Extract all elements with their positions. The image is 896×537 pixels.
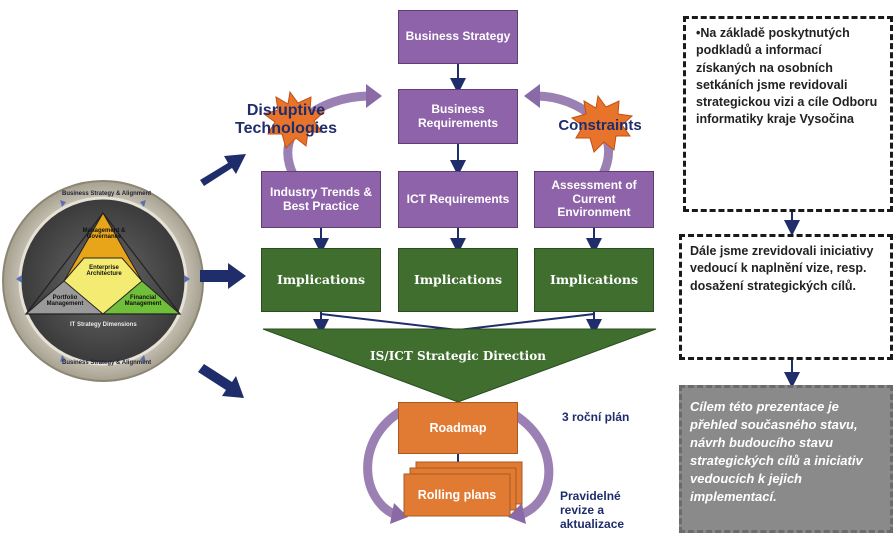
strategy-circle bbox=[2, 180, 204, 382]
assessment-box: Assessment of Current Environment bbox=[534, 171, 654, 228]
starburst-left bbox=[262, 90, 326, 149]
strategic-direction-funnel bbox=[262, 328, 657, 403]
implications-box-1: Implications bbox=[261, 248, 381, 312]
tri-center-label: Enterprise Architecture bbox=[86, 265, 122, 278]
constraints-label: Constraints bbox=[558, 117, 642, 134]
merge-line-left bbox=[320, 313, 459, 331]
note-1: •Na základě poskytnutých podkladů a info… bbox=[683, 16, 893, 212]
dimensions-label: IT Strategy Dimensions bbox=[70, 322, 137, 328]
tri-right-label: Financial Management bbox=[124, 295, 162, 308]
circle-bottom-label: Business Strategy & Alignment bbox=[62, 360, 152, 366]
three-year-plan-label: 3 roční plán bbox=[562, 410, 630, 424]
curved-arrow-heads bbox=[366, 84, 540, 524]
business-requirements-box: Business Requirements bbox=[398, 89, 518, 144]
revisions-label: Pravidelné revize a aktualizace bbox=[560, 489, 625, 531]
note-3: Cílem této prezentace je přehled současn… bbox=[679, 385, 893, 533]
tri-top-label: Management & Governance bbox=[82, 228, 126, 241]
implications-box-3: Implications bbox=[534, 248, 654, 312]
business-strategy-box: Business Strategy bbox=[398, 10, 518, 64]
starburst-right bbox=[570, 94, 634, 153]
ict-requirements-box: ICT Requirements bbox=[398, 171, 518, 228]
note-2: Dále jsme zrevidovali iniciativy vedoucí… bbox=[679, 234, 893, 360]
implications-box-2: Implications bbox=[398, 248, 518, 312]
circle-arrows bbox=[198, 154, 246, 398]
circle-top-label: Business Strategy & Alignment bbox=[62, 191, 152, 197]
industry-trends-box: Industry Trends & Best Practice bbox=[261, 171, 381, 228]
roadmap-box: Roadmap bbox=[398, 402, 518, 454]
tri-left-label: Portfolio Management bbox=[46, 295, 84, 308]
disruptive-technologies-label: Disruptive Technologies bbox=[235, 102, 337, 138]
merge-line-right bbox=[457, 313, 595, 331]
strategic-direction-label: IS/ICT Strategic Direction bbox=[370, 349, 546, 363]
rolling-plans-stack bbox=[403, 461, 523, 517]
rolling-plans-label: Rolling plans bbox=[417, 487, 497, 502]
